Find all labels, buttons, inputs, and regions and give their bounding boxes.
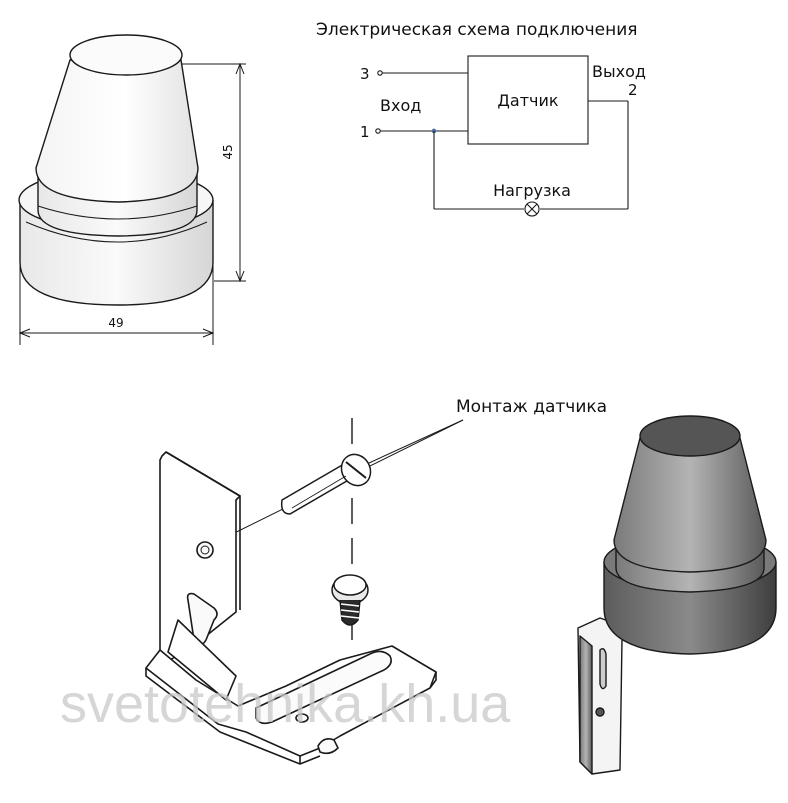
mounted-sensor [577,415,777,775]
watermark-text: svetotehnika.kh.ua [60,674,511,734]
wiring-title: Электрическая схема подключения [316,20,638,40]
terminal-3-dot [377,70,383,76]
wiring-schematic [375,55,629,217]
sensor-box [467,55,589,145]
short-screw [331,574,369,626]
input-label: Вход [380,96,421,115]
height-dimension-label: 45 [221,144,235,159]
sensor-label: Датчик [497,91,558,110]
sensor-cap [35,59,199,203]
mounting-title: Монтаж датчика [456,397,607,417]
long-screw [280,453,372,515]
width-dimension-label: 49 [108,316,123,330]
terminal-2-label: 2 [628,81,638,99]
mounting-bracket [145,451,437,765]
terminal-1-label: 1 [360,123,370,141]
output-label: Выход [592,62,646,81]
terminal-1-dot [375,128,381,134]
load-label: Нагрузка [493,181,571,200]
terminal-3-label: 3 [360,65,370,83]
mounted-sensor-cap-top [639,415,741,457]
sensor-cap-top [69,34,183,76]
sensor-dimension-drawing [18,34,246,345]
bracket-hole [196,541,214,559]
